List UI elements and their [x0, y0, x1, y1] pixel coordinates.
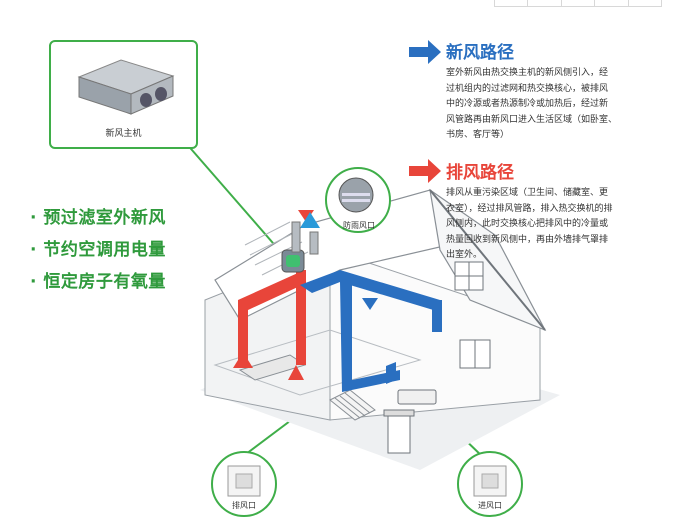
benefit-item: · 预过滤室外新风 [30, 208, 166, 228]
exhaust-arrow-icon [409, 159, 441, 183]
rain-cap-vent [325, 167, 391, 233]
heat-exchanger-unit-image [77, 59, 175, 115]
supply-vent-label: 进风口 [478, 501, 502, 510]
exhaust-vent-label: 排风口 [232, 501, 256, 510]
top-tab-strip [494, 0, 662, 7]
benefit-item: · 恒定房子有氧量 [30, 272, 166, 292]
fresh-air-route-title: 新风路径 [446, 43, 514, 63]
exhaust-route-text: 排风从重污染区域（卫生间、储藏室、更 衣室），经过排风管路，排入热交换机的排 风… [446, 188, 613, 261]
rain-cap-vent-label: 防雨风口 [343, 221, 375, 230]
exhaust-route-title: 排风路径 [446, 163, 514, 183]
fresh-air-arrow-icon [409, 40, 441, 64]
fresh-air-route-text: 室外新风由热交换主机的新风侧引入，经 过机组内的过滤网和热交换核心，被排风 中的… [446, 68, 618, 141]
benefit-item: · 节约空调用电量 [30, 240, 166, 260]
heat-exchanger-label: 新风主机 [105, 129, 142, 139]
benefits-list: · 预过滤室外新风 · 节约空调用电量 · 恒定房子有氧量 [30, 204, 166, 300]
supply-vent-circle [457, 451, 523, 517]
fresh-air-ducts [300, 212, 442, 392]
exhaust-vent-circle [211, 451, 277, 517]
heat-exchanger-inset: 新风主机 [49, 40, 198, 149]
